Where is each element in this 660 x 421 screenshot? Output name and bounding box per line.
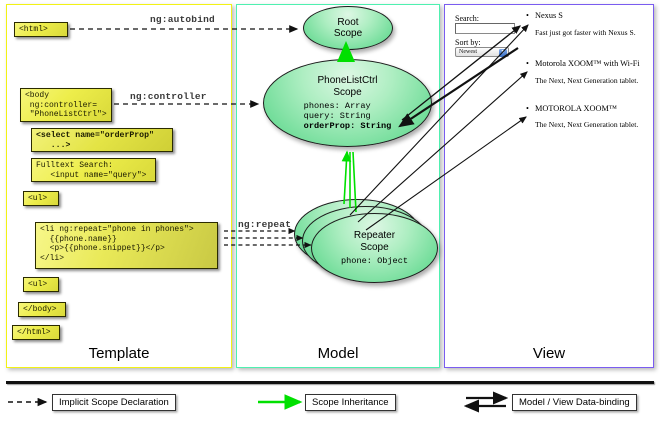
phone-snippet-2: The Next, Next Generation tablet. bbox=[535, 120, 639, 129]
input-box: Fulltext Search: <input name="query"> bbox=[31, 158, 156, 182]
ul-close-box: <ul> bbox=[23, 277, 59, 292]
ng-repeat-label: ng:repeat bbox=[238, 219, 292, 230]
html-open-box: <html> bbox=[14, 22, 68, 37]
panel-label-model: Model bbox=[317, 345, 359, 362]
ul-open-box: <ul> bbox=[23, 191, 59, 206]
li-repeat-box: <li ng:repeat="phone in phones"> {{phone… bbox=[35, 222, 218, 269]
wire-binding-sort bbox=[398, 47, 519, 128]
phone-snippet-1: The Next, Next Generation tablet. bbox=[535, 76, 639, 85]
ng-autobind-label: ng:autobind bbox=[150, 14, 215, 25]
legend-divider bbox=[6, 381, 654, 384]
panel-label-template: Template bbox=[88, 345, 150, 362]
legend-data-binding: Model / View Data-binding bbox=[512, 394, 637, 411]
wire-binding-input-query bbox=[232, 30, 455, 390]
phone-name-2[interactable]: MOTOROLA XOOM™ bbox=[526, 104, 617, 113]
phone-name-1[interactable]: Motorola XOOM™ with Wi-Fi bbox=[526, 59, 640, 68]
legend-glyphs bbox=[8, 391, 509, 413]
html-close-box: </html> bbox=[12, 325, 60, 340]
sort-select-value: Newest bbox=[459, 49, 477, 55]
search-label: Search: bbox=[455, 14, 479, 23]
wire-binding-search bbox=[401, 25, 522, 121]
wire-binding-phone-1 bbox=[357, 71, 528, 223]
phone-snippet-0: Fast just got faster with Nexus S. bbox=[535, 28, 636, 37]
wire-inheritance-repeater bbox=[341, 150, 357, 213]
select-box: <select name="orderProp" ...> bbox=[31, 128, 173, 152]
repeater-scope-props: phone: Object bbox=[340, 256, 409, 266]
sort-label: Sort by: bbox=[455, 38, 481, 47]
wire-binding-phone-2 bbox=[365, 116, 527, 231]
wire-ng-repeat bbox=[224, 227, 312, 249]
phone-name-0[interactable]: Nexus S bbox=[526, 11, 563, 20]
body-close-box: </body> bbox=[18, 302, 66, 317]
chevron-down-icon: ▼ bbox=[499, 49, 507, 57]
panel-label-view: View bbox=[532, 345, 566, 362]
legend-implicit-scope: Implicit Scope Declaration bbox=[52, 394, 176, 411]
legend-scope-inheritance: Scope Inheritance bbox=[305, 394, 396, 411]
body-box: <body ng:controller= "PhoneListCtrl"> bbox=[20, 88, 112, 122]
wire-binding-phone-0 bbox=[349, 24, 529, 216]
ng-controller-label: ng:controller bbox=[130, 91, 207, 102]
